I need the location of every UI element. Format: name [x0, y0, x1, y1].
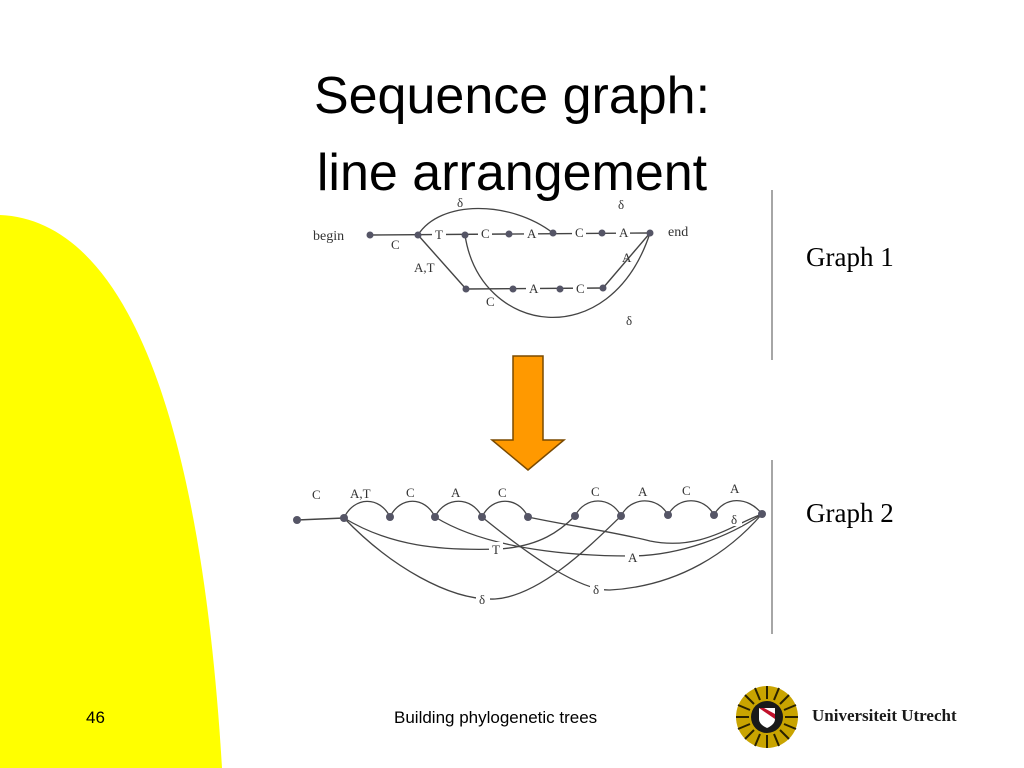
graph1-top-label: A	[619, 225, 629, 240]
footer-text: Building phylogenetic trees	[394, 708, 598, 727]
graph2-top-label: C	[682, 483, 691, 498]
university-sun-logo-icon	[736, 686, 798, 748]
graph1-delta-label: δ	[457, 195, 463, 210]
graph1-top-label: A	[527, 226, 537, 241]
graph-2-label: Graph 2	[806, 498, 894, 528]
graph2-delta-label: δ	[731, 512, 737, 527]
graph2-top-label: A	[730, 481, 740, 496]
graph2-top-label: C	[591, 484, 600, 499]
graph1-bottom-c-label: C	[486, 294, 495, 309]
slide-title-line-2: line arrangement	[316, 144, 708, 202]
graph1-delta-label: δ	[626, 313, 632, 328]
yellow-decorative-shape	[0, 215, 222, 768]
graph1-branch-c-label: C	[391, 237, 400, 252]
graph1-delta-label: δ	[618, 197, 624, 212]
graph2-top-label: C	[498, 485, 507, 500]
graph1-branch-at-label: A,T	[414, 260, 435, 275]
graph1-top-label: C	[481, 226, 490, 241]
graph1-end-label: end	[668, 225, 688, 240]
graph1-right-a-label: A	[622, 250, 632, 265]
graph2-top-label: A	[451, 485, 461, 500]
graph2-top-label: A	[638, 484, 648, 499]
graph2-mid-t-label: T	[492, 542, 500, 557]
slide-title-line-1: Sequence graph:	[313, 67, 711, 125]
graph2-top-label: A,T	[350, 486, 371, 501]
graph1-bottom-label: C	[576, 281, 585, 296]
down-arrow-icon	[489, 355, 567, 471]
graph-1-diagram: begin end T C A C A C A,T A C C A δ δ δ	[313, 190, 773, 360]
graph-1-label: Graph 1	[806, 242, 894, 272]
graph2-delta-label: δ	[593, 582, 599, 597]
graph1-begin-label: begin	[313, 229, 344, 244]
graph2-mid-a-label: A	[628, 550, 638, 565]
slide-number: 46	[86, 708, 105, 727]
graph2-delta-label: δ	[479, 592, 485, 607]
graph2-top-label: C	[406, 485, 415, 500]
graph-2-diagram: C A,T C A C C A C A δ T A δ δ	[293, 460, 773, 634]
graph2-top-label: C	[312, 487, 321, 502]
graph1-top-label: C	[575, 225, 584, 240]
graph1-bottom-label: A	[529, 281, 539, 296]
university-name: Universiteit Utrecht	[812, 706, 957, 725]
graph1-top-label: T	[435, 227, 443, 242]
